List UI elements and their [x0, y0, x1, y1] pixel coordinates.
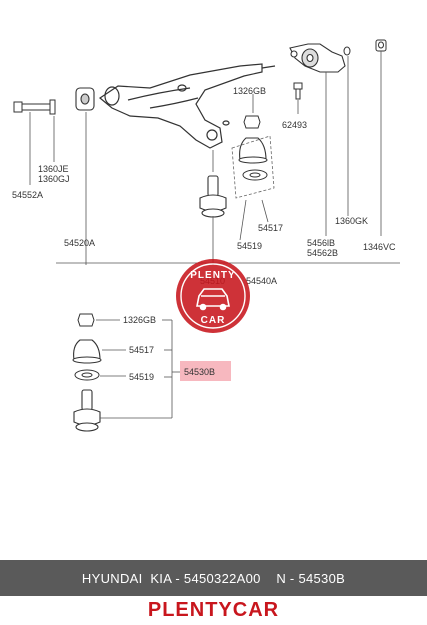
washer-1360gk — [343, 46, 351, 56]
label-54517-top: 54517 — [258, 223, 283, 233]
brand-logo-text: PLENTYCAR — [0, 596, 427, 625]
front-bushing — [75, 87, 95, 111]
label-54519-top: 54519 — [237, 241, 262, 251]
label-54562b: 54562B — [307, 248, 338, 258]
label-1360je: 1360JE — [38, 164, 69, 174]
label-54552a: 54552A — [12, 190, 43, 200]
watermark-line2: CAR — [201, 315, 226, 326]
label-1360gj: 1360GJ — [38, 174, 70, 184]
parts-diagram: 1326GB 62493 1360JE 1360GJ 54552A 54520A… — [12, 39, 400, 432]
part-highlight-box — [180, 361, 231, 381]
nut-1346vc — [375, 39, 387, 52]
ball-joint-54510 — [199, 175, 227, 218]
watermark-line1: PLENTY — [190, 270, 235, 281]
plentycar-watermark: PLENTY CAR — [176, 259, 250, 333]
brand-text: PLENTYCAR — [147, 599, 280, 621]
nut-1360je — [49, 99, 56, 115]
label-1346vc: 1346VC — [363, 242, 396, 252]
leader-lines — [29, 51, 400, 265]
footer-text: HYUNDAI KIA - 5450322A00 N - 54530B — [81, 570, 346, 586]
label-1360gk: 1360GK — [335, 216, 368, 226]
label-1326gb-top: 1326GB — [233, 86, 266, 96]
part-number-footer: HYUNDAI KIA - 5450322A00 N - 54530B — [0, 560, 427, 596]
assembly-dashed-frame — [231, 135, 275, 199]
washer-54519-bottom — [74, 369, 100, 381]
label-54561b: 5456lB — [307, 238, 335, 248]
label-54530b: 54530B — [184, 367, 215, 377]
lower-control-arm — [98, 63, 276, 149]
bolt-54552a — [13, 101, 55, 113]
label-54517-bottom: 54517 — [129, 345, 154, 355]
label-54540a: 54540A — [246, 276, 277, 286]
washer-54519-top — [242, 169, 268, 181]
nut-1326gb-bottom — [77, 313, 95, 327]
bushing-54517-top — [238, 137, 268, 164]
bolt-62493 — [293, 82, 303, 100]
label-62493: 62493 — [282, 120, 307, 130]
ball-joint-bottom — [73, 389, 101, 432]
car-icon — [196, 288, 230, 311]
rear-bushing-bracket — [289, 43, 346, 73]
bottom-leader-lines — [96, 319, 180, 419]
label-54519-bottom: 54519 — [129, 372, 154, 382]
label-54520a: 54520A — [64, 238, 95, 248]
bushing-54517-bottom — [72, 339, 102, 364]
label-1326gb-bottom: 1326GB — [123, 315, 156, 325]
nut-1326gb-top — [243, 115, 261, 129]
